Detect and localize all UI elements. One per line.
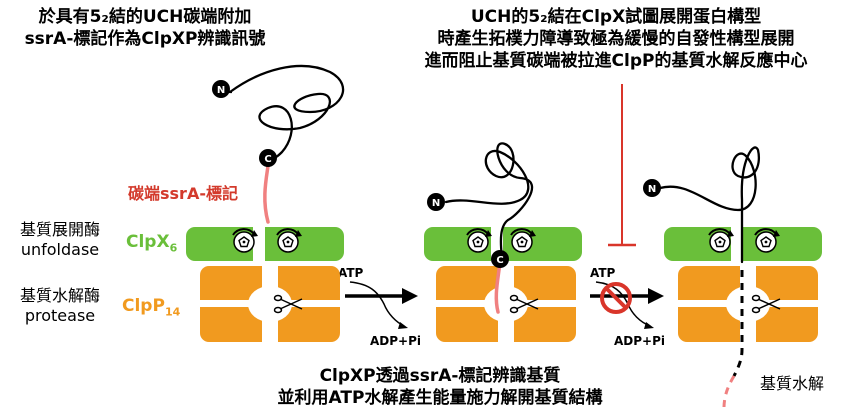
substrate-knot-1 [228, 64, 344, 160]
ssra-tag-1 [263, 164, 270, 224]
degradation-label: 基質水解 [760, 374, 825, 393]
substrate-knot-2 [444, 142, 534, 260]
inhibition-marker [608, 84, 636, 247]
top-right-line1: UCH的5₂結在ClpX試圖展開蛋白構型 [470, 7, 762, 27]
c-terminus-icon [259, 149, 277, 167]
unfoldase-zh: 基質展開酶 [19, 220, 100, 239]
clpx-label: ClpX6 [126, 232, 177, 254]
top-left-line2: ssrA-標記作為ClpXP辨識訊號 [24, 29, 266, 49]
ssra-tag-3 [722, 375, 736, 409]
substrate-through-pore [732, 270, 744, 377]
bottom-line2: 並利用ATP水解產生能量施力解開基質結構 [277, 388, 603, 408]
n-terminus-icon [427, 193, 445, 211]
clpx-name: ClpX [126, 232, 170, 252]
top-left-caption: 於具有5₂結的UCH碳端附加 ssrA-標記作為ClpXP辨識訊號 [0, 6, 290, 50]
adp-label-2: ADP+Pi [614, 334, 666, 348]
top-left-line1: 於具有5₂結的UCH碳端附加 [38, 7, 252, 27]
reaction-arrow-2 [590, 281, 664, 329]
atp-label-2: ATP [590, 266, 616, 280]
atp-label-1: ATP [338, 266, 364, 280]
bottom-line1: ClpXP透過ssrA-標記辨識基質 [319, 366, 561, 386]
protease-zh: 基質水解酶 [19, 286, 100, 305]
top-right-line2: 時產生拓樸力障導致極為緩慢的自發性構型展開 [437, 29, 795, 49]
clpp-chamber-1 [248, 286, 292, 322]
substrate-3 [658, 146, 761, 264]
clpp-chamber-3 [726, 286, 770, 322]
protease-en: protease [24, 306, 96, 325]
unfoldase-en: unfoldase [20, 240, 100, 259]
adp-label-1: ADP+Pi [370, 334, 422, 348]
prohibition-icon [600, 282, 632, 314]
complex-2: N C [424, 142, 582, 343]
clpp-name: ClpP [122, 296, 165, 316]
c-terminus-text-1: C [264, 154, 271, 165]
n-terminus-text-3: N [648, 184, 656, 195]
clpx-sub: 6 [169, 241, 178, 255]
clpp-chamber-2 [484, 286, 528, 322]
top-right-caption: UCH的5₂結在ClpX試圖展開蛋白構型 時產生拓樸力障導致極為緩慢的自發性構型… [384, 6, 848, 72]
c-terminus-icon [491, 250, 509, 268]
tag-label: 碳端ssrA-標記 [128, 184, 238, 203]
c-terminus-text-2: C [496, 255, 503, 266]
clpp-sub: 14 [164, 305, 181, 319]
clpx-gap-3 [731, 226, 743, 262]
bottom-caption: ClpXP透過ssrA-標記辨識基質 並利用ATP水解產生能量施力解開基質結構 [250, 365, 630, 409]
n-terminus-text-1: N [217, 85, 225, 96]
clpp-label: ClpP14 [122, 296, 180, 318]
complex-3: N [643, 146, 822, 409]
top-right-line3: 進而阻止基質碳端被拉進ClpP的基質水解反應中心 [424, 51, 808, 71]
n-terminus-text-2: N [432, 198, 440, 209]
unfoldase-label: 基質展開酶 unfoldase [0, 220, 120, 260]
n-terminus-icon [643, 179, 661, 197]
protease-label: 基質水解酶 protease [0, 286, 120, 326]
reaction-arrow-1 [345, 281, 418, 329]
complex-1: N C [186, 64, 344, 343]
n-terminus-icon [212, 80, 230, 98]
